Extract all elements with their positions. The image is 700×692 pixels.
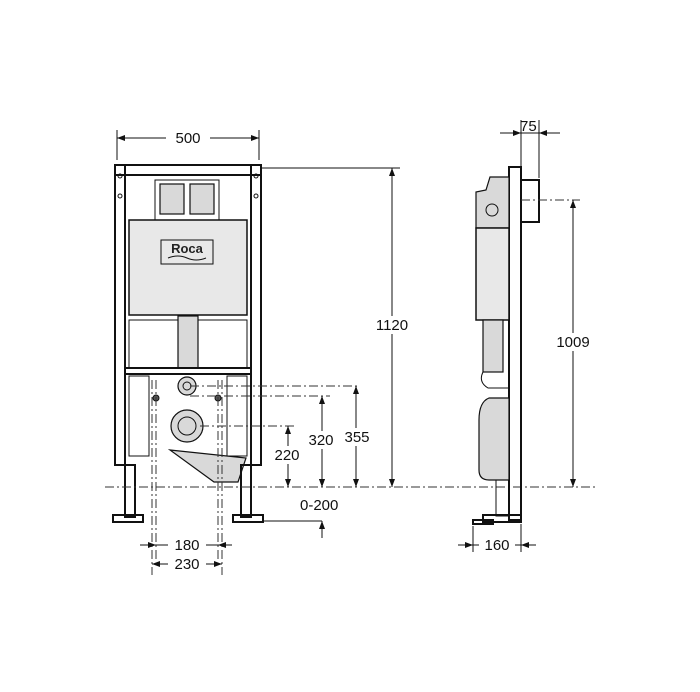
roca-logo: Roca xyxy=(171,241,204,256)
dim-label-180: 180 xyxy=(174,537,199,554)
label-bg xyxy=(268,446,304,464)
right-post xyxy=(250,164,262,466)
mount-hole xyxy=(117,173,123,179)
logo-wave xyxy=(167,255,207,261)
side-valve-housing xyxy=(475,176,510,229)
left-bracket xyxy=(128,375,150,457)
side-pipe-stub xyxy=(520,179,540,223)
left-leg xyxy=(124,464,136,518)
waste-outlet-core xyxy=(177,416,197,436)
arrowheads xyxy=(152,561,222,567)
label-bg xyxy=(168,555,206,573)
right-foot xyxy=(232,514,264,523)
front-view: Roca xyxy=(112,164,264,575)
mount-hole xyxy=(253,193,259,199)
mount-hole xyxy=(253,173,259,179)
label-bg xyxy=(370,316,414,334)
dim-label-1009: 1009 xyxy=(556,334,589,351)
left-post xyxy=(114,164,126,466)
side-cistern xyxy=(475,227,510,321)
side-foot-tip xyxy=(472,519,494,525)
side-frame-post xyxy=(508,166,522,521)
right-leg xyxy=(240,464,252,518)
dim-label-75: 75 xyxy=(520,118,537,135)
dim-label-320: 320 xyxy=(308,432,333,449)
dim-label-230: 230 xyxy=(174,556,199,573)
dim-label-500: 500 xyxy=(175,130,200,147)
flush-button-left xyxy=(159,183,185,215)
waste-bend xyxy=(167,449,247,483)
label-bg xyxy=(168,536,206,554)
side-foot xyxy=(482,514,522,523)
dim-label-355: 355 xyxy=(344,429,369,446)
label-bg xyxy=(304,431,338,449)
label-bg xyxy=(479,536,515,554)
dim-label-160: 160 xyxy=(484,537,509,554)
side-down-pipe xyxy=(482,319,504,373)
waste-outlet xyxy=(170,409,204,443)
cross-rail xyxy=(124,367,252,375)
mount-hole xyxy=(117,193,123,199)
label-bg xyxy=(166,129,210,145)
side-waste-bend xyxy=(478,397,510,481)
dim-label-1120: 1120 xyxy=(376,317,408,334)
arrowheads xyxy=(513,130,547,136)
side-dimensions: 75 1009 160 xyxy=(458,118,595,554)
label-bg xyxy=(338,428,374,446)
side-valve xyxy=(485,203,499,217)
cistern xyxy=(128,219,248,316)
top-rail xyxy=(114,164,262,176)
flush-button-right xyxy=(189,183,215,215)
side-pipe-bend xyxy=(480,371,509,389)
right-bracket xyxy=(226,375,248,457)
left-foot xyxy=(112,514,144,523)
logo-plate xyxy=(160,239,214,265)
side-view xyxy=(472,166,580,525)
dim-label-220: 220 xyxy=(274,447,299,464)
label-bg xyxy=(551,333,595,351)
down-pipe xyxy=(177,315,199,369)
front-dimensions: 500 1120 355 320 220 0-200 180 xyxy=(116,129,414,573)
dim-label-0-200: 0-200 xyxy=(300,497,338,514)
side-leg xyxy=(495,479,510,517)
